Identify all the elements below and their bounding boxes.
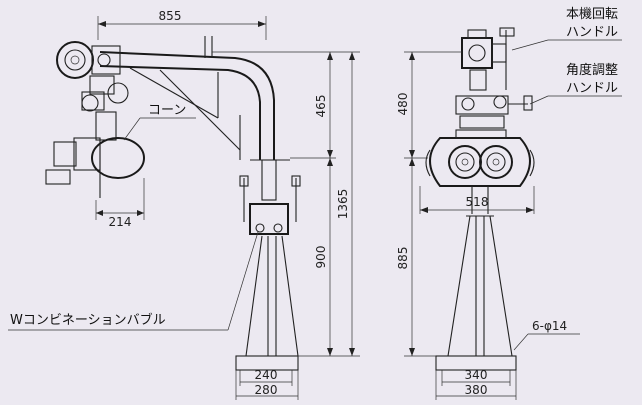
dim-1365: 1365	[336, 189, 350, 220]
dim-214: 214	[109, 215, 132, 229]
side-view	[8, 16, 360, 400]
label-rotate-handle-line2: ハンドル	[566, 25, 618, 40]
dim-885: 885	[396, 247, 410, 270]
label-angle-handle-line2: ハンドル	[566, 81, 618, 96]
dim-465: 465	[314, 95, 328, 118]
label-cone: コーン	[148, 103, 186, 118]
label-rotate-handle-line1: 本機回転	[566, 7, 618, 22]
front-view	[404, 27, 622, 400]
dim-280: 280	[255, 383, 278, 397]
dim-900: 900	[314, 246, 328, 269]
dim-855: 855	[159, 9, 182, 23]
dim-340: 340	[465, 368, 488, 382]
label-angle-handle-line1: 角度調整	[566, 62, 618, 78]
label-w-combination-bubble: Wコンビネーションバブル	[10, 312, 166, 328]
dim-480: 480	[396, 93, 410, 116]
dim-518: 518	[466, 195, 489, 209]
dim-6-phi14: 6-φ14	[532, 319, 567, 333]
dim-380: 380	[465, 383, 488, 397]
dim-240: 240	[255, 368, 278, 382]
